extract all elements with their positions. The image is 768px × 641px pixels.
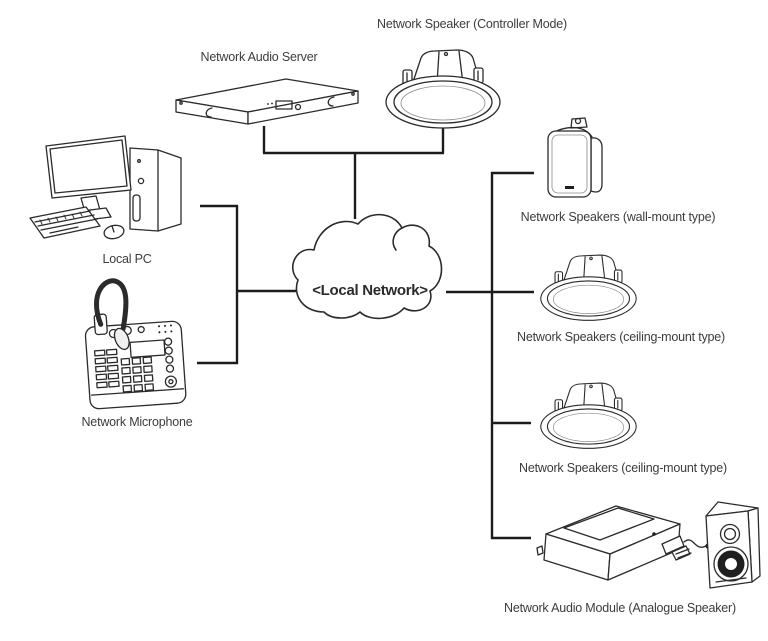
label-audio-module: Network Audio Module (Analogue Speaker) (504, 601, 736, 615)
controller-speaker-illustration (385, 49, 501, 129)
label-local-pc: Local PC (102, 252, 152, 266)
network-audio-server-illustration (175, 78, 359, 125)
label-controller-speaker: Network Speaker (Controller Mode) (376, 17, 568, 31)
label-network-microphone: Network Microphone (81, 415, 193, 429)
label-wall-speaker: Network Speakers (wall-mount type) (520, 210, 716, 224)
label-network-audio-server: Network Audio Server (200, 50, 318, 64)
network-microphone-illustration (84, 278, 187, 410)
local-network-cloud (292, 213, 443, 320)
cloud-label: <Local Network> (312, 282, 428, 299)
label-ceiling-speaker-1: Network Speakers (ceiling-mount type) (517, 330, 725, 344)
label-ceiling-speaker-2: Network Speakers (ceiling-mount type) (519, 461, 727, 475)
ceiling-speaker-2-illustration (540, 382, 637, 449)
local-pc-illustration (29, 135, 182, 240)
ceiling-speaker-1-illustration (540, 254, 637, 321)
audio-module-illustration (536, 501, 761, 589)
wall-speaker-illustration (547, 117, 603, 198)
